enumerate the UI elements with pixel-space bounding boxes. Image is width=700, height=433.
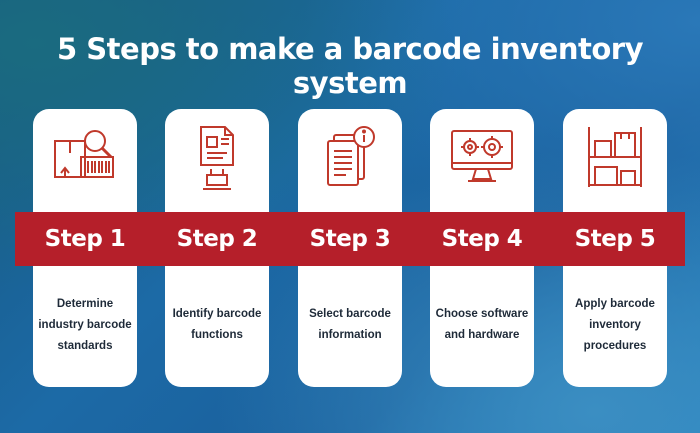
step-description: Identify barcode functions [172,308,262,341]
monitor-gears-icon [448,123,516,193]
step-description: Choose software and hardware [435,308,529,341]
step-description: Select barcode information [309,308,391,341]
barcode-scan-box-icon [51,123,119,193]
inventory-shelf-icon [581,123,649,193]
step-description: Apply barcode inventory procedures [575,297,655,352]
step-label-1: Step 1 [15,212,155,266]
barcode-document-icon [183,123,251,193]
step-label-3: Step 3 [280,212,420,266]
step-label-4: Step 4 [412,212,552,266]
step-label-2: Step 2 [147,212,287,266]
step-description: Determine industry barcode standards [38,297,132,352]
page-title: 5 Steps to make a barcode inventory syst… [57,32,643,100]
info-document-icon [316,123,384,193]
step-label-5: Step 5 [545,212,685,266]
